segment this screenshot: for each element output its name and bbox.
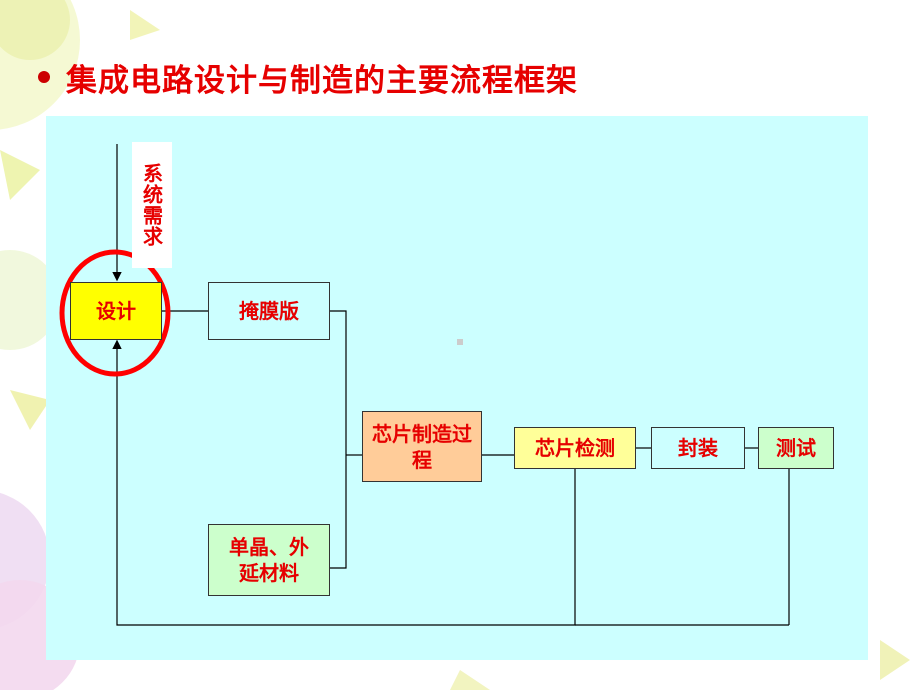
highlight-circle	[59, 249, 171, 377]
title-row: 集成电路设计与制造的主要流程框架	[38, 52, 578, 102]
bullet-icon	[38, 71, 50, 83]
node-fab: 芯片制造过程	[362, 411, 482, 482]
node-test: 测试	[758, 427, 834, 469]
page-title: 集成电路设计与制造的主要流程框架	[66, 62, 578, 99]
diagram-panel	[46, 116, 868, 660]
feedback-loop	[112, 339, 576, 626]
requirement-label: 系统需求	[132, 142, 172, 268]
materials-fab-link	[330, 455, 347, 569]
node-design: 设计	[70, 282, 162, 340]
stray-mark	[457, 339, 463, 345]
node-package: 封装	[651, 427, 745, 469]
node-mask: 掩膜版	[208, 282, 330, 340]
node-inspect: 芯片检测	[514, 427, 636, 469]
mask-fab-link	[330, 310, 347, 455]
node-materials: 单晶、外延材料	[208, 524, 330, 596]
